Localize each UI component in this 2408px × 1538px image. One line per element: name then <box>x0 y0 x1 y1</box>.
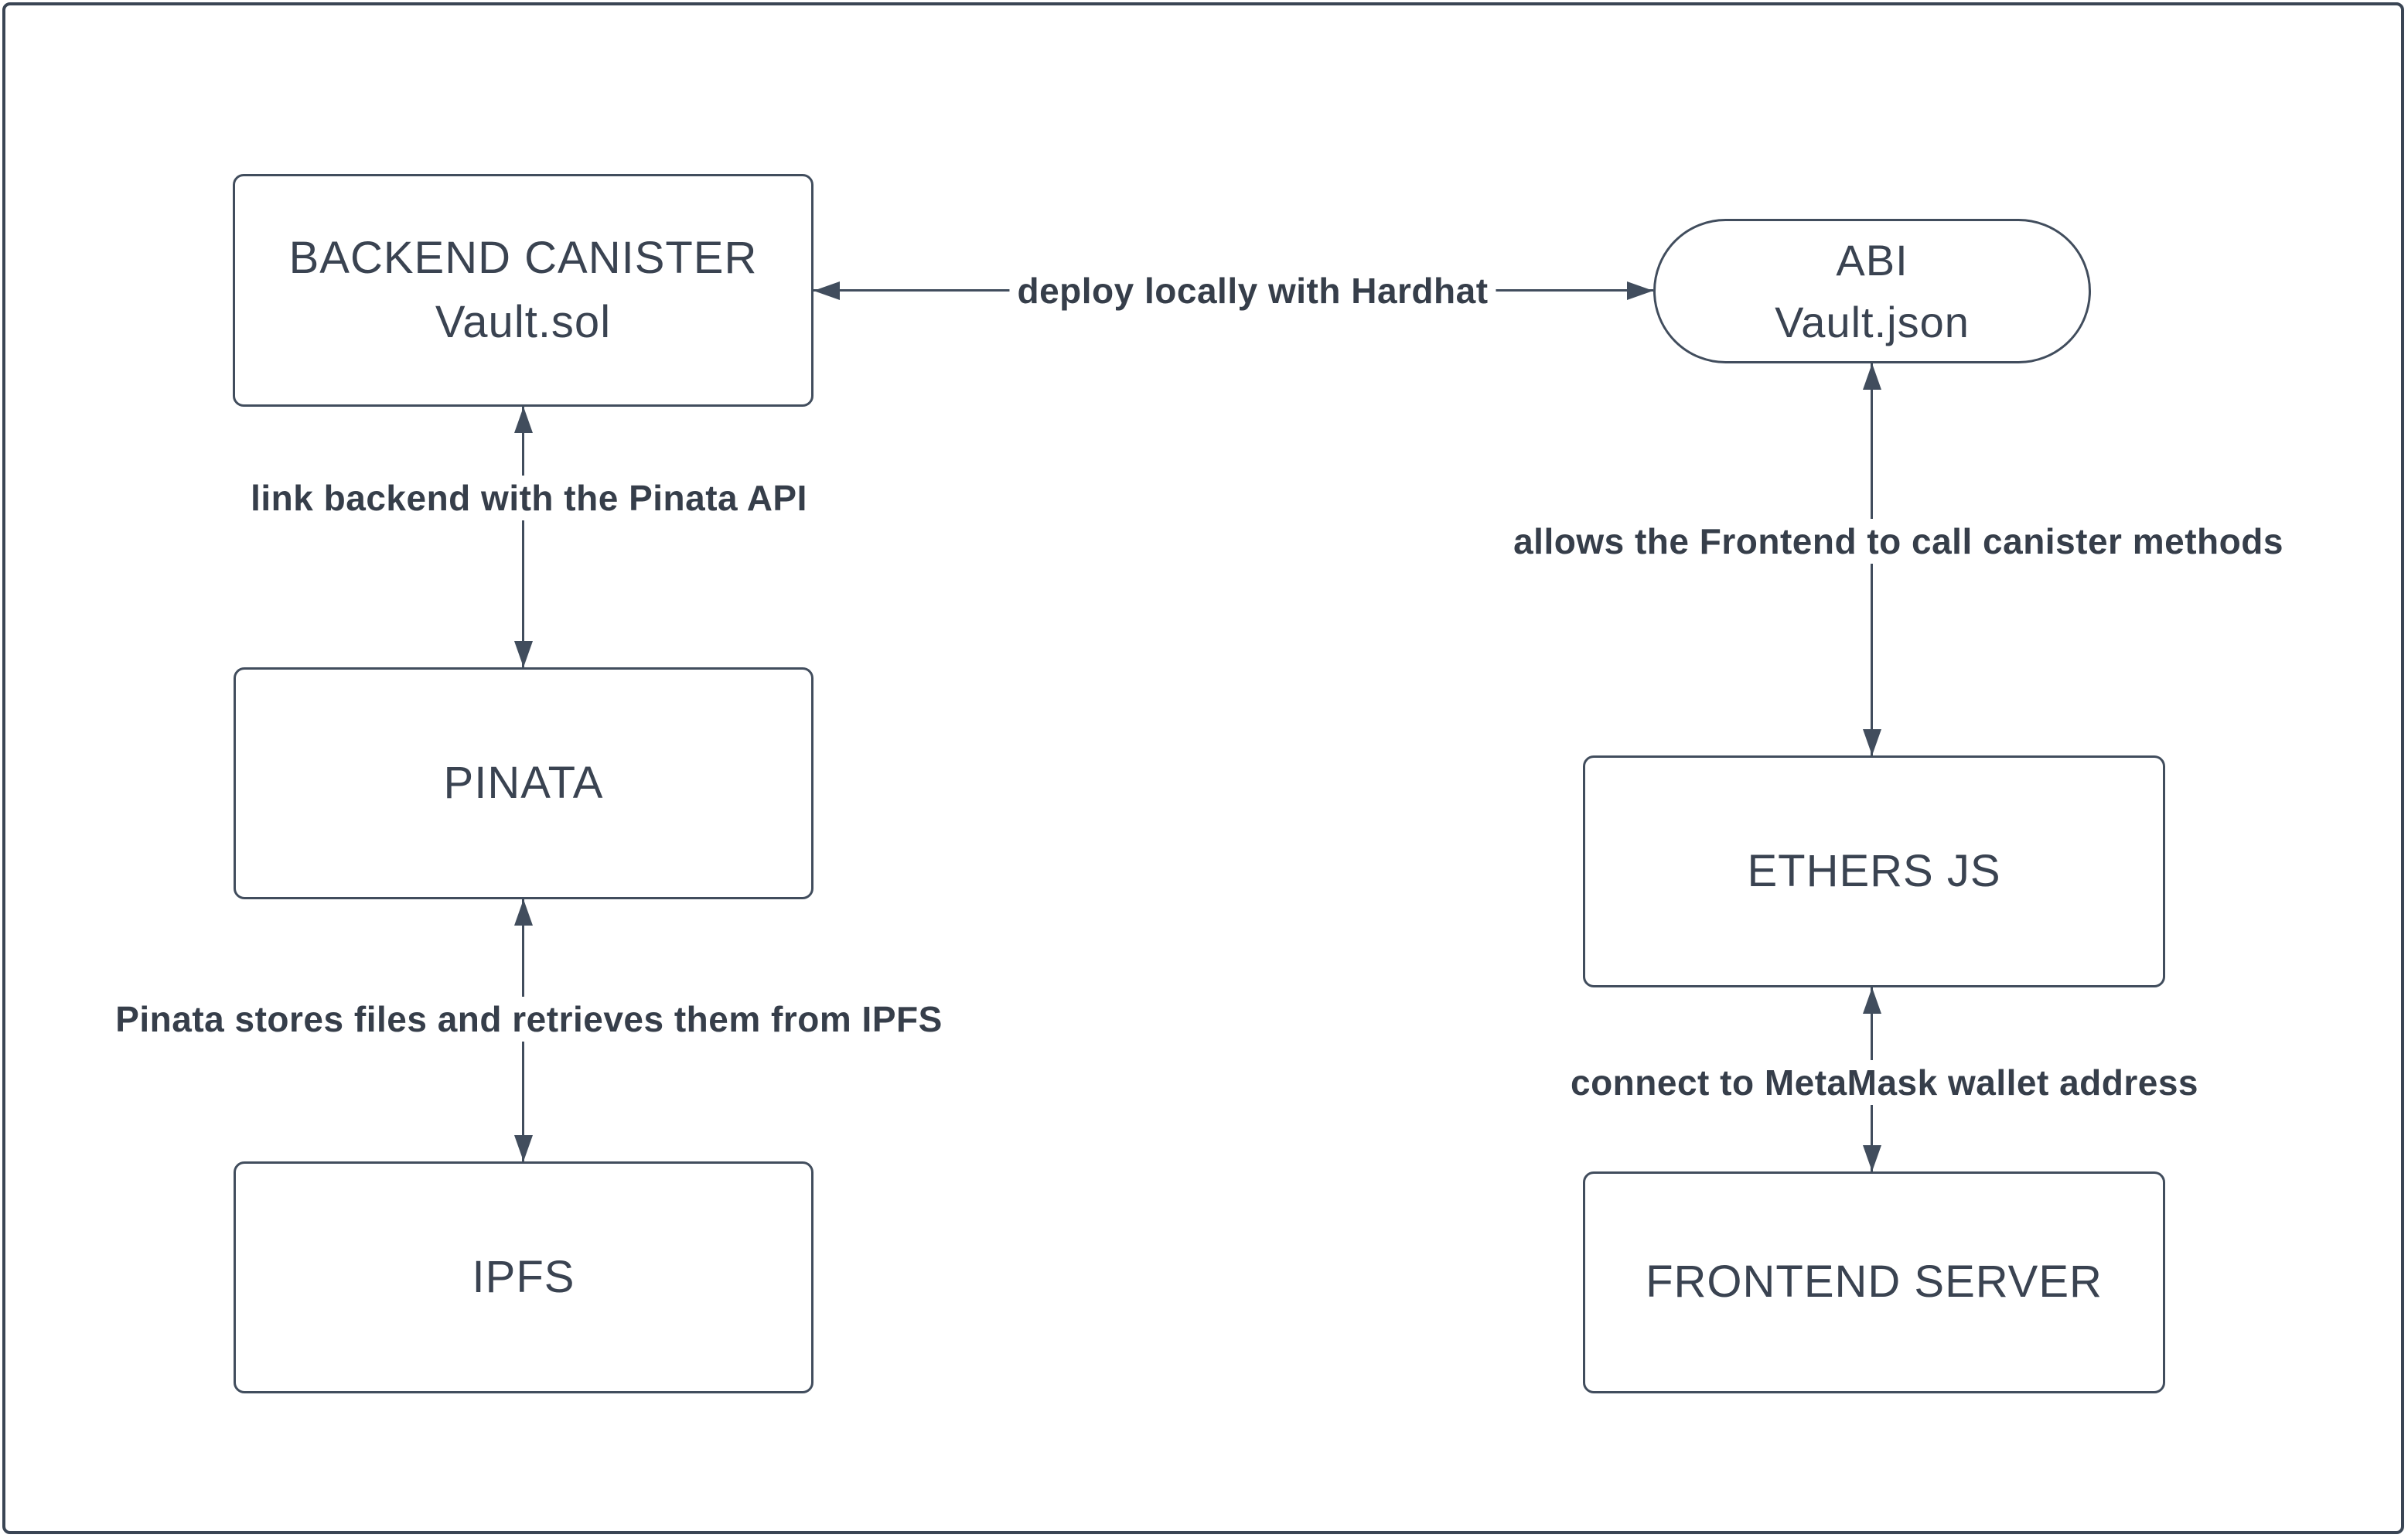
node-ipfs-title: IPFS <box>472 1251 575 1302</box>
arrowhead-up-icon <box>514 899 533 926</box>
node-ethers-js: ETHERS JS <box>1583 755 2165 987</box>
node-backend-canister-title: BACKEND CANISTER <box>288 233 758 284</box>
node-pinata: PINATA <box>234 667 813 899</box>
arrowhead-down-icon <box>1863 729 1881 755</box>
arrowhead-left-icon <box>813 281 840 300</box>
arrowhead-down-icon <box>1863 1145 1881 1171</box>
node-ethers-js-title: ETHERS JS <box>1747 845 2001 896</box>
edge-label-link-backend-pinata: link backend with the Pinata API <box>243 476 815 520</box>
edge-backend-pinata-line <box>522 407 524 667</box>
node-abi-subtitle: Vault.json <box>1775 297 1970 346</box>
node-backend-canister: BACKEND CANISTER Vault.sol <box>233 174 813 407</box>
edge-label-deploy-locally: deploy locally with Hardhat <box>1009 268 1496 313</box>
edge-label-connect-metamask: connect to MetaMask wallet address <box>1562 1060 2207 1105</box>
arrowhead-up-icon <box>514 407 533 433</box>
arrowhead-down-icon <box>514 641 533 667</box>
node-ipfs: IPFS <box>234 1161 813 1393</box>
node-abi-title: ABI <box>1836 235 1908 285</box>
edge-label-allows-frontend-call: allows the Frontend to call canister met… <box>1506 519 2291 564</box>
node-frontend-server: FRONTEND SERVER <box>1583 1171 2165 1393</box>
arrowhead-down-icon <box>514 1135 533 1161</box>
node-backend-canister-subtitle: Vault.sol <box>435 296 612 347</box>
node-pinata-title: PINATA <box>443 757 604 808</box>
arrowhead-up-icon <box>1863 363 1881 390</box>
arrowhead-right-icon <box>1627 281 1653 300</box>
node-frontend-server-title: FRONTEND SERVER <box>1646 1257 2103 1308</box>
edge-label-pinata-stores-files: Pinata stores files and retrieves them f… <box>107 997 950 1042</box>
node-abi-vault-json: ABI Vault.json <box>1653 219 2091 363</box>
arrowhead-up-icon <box>1863 987 1881 1014</box>
